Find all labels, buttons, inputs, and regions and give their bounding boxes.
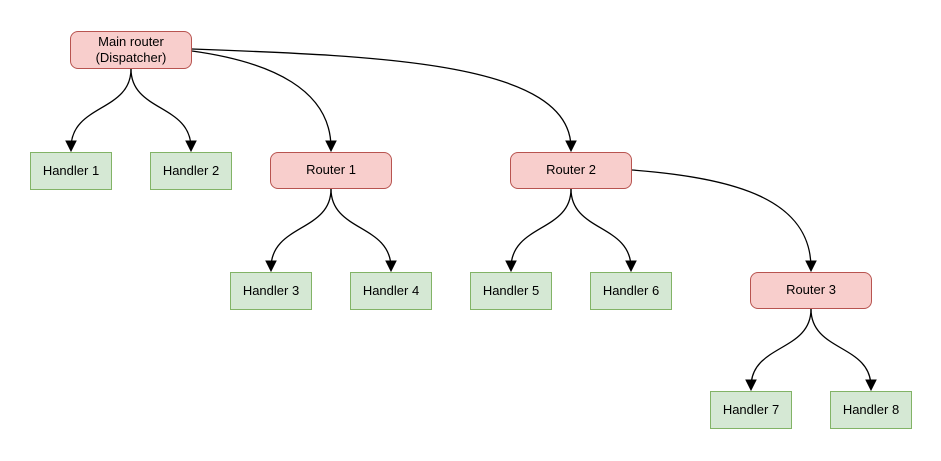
node-handler5[interactable]: Handler 5 xyxy=(470,272,552,310)
edge-router1-to-handler4 xyxy=(330,188,397,273)
node-handler2-label: Handler 2 xyxy=(162,162,220,178)
node-router1[interactable]: Router 1 xyxy=(270,152,392,189)
node-handler4[interactable]: Handler 4 xyxy=(350,272,432,310)
node-router2[interactable]: Router 2 xyxy=(510,152,632,189)
node-handler8-label: Handler 8 xyxy=(842,401,900,417)
edge-router2-to-handler5 xyxy=(505,188,572,273)
edge-router3-to-handler8 xyxy=(810,308,877,392)
node-handler5-label: Handler 5 xyxy=(482,282,540,298)
node-handler1[interactable]: Handler 1 xyxy=(30,152,112,190)
node-handler6-label: Handler 6 xyxy=(602,282,660,298)
edge-main-router-to-handler1 xyxy=(65,68,132,153)
node-handler4-label: Handler 4 xyxy=(362,282,420,298)
edge-router3-to-handler7 xyxy=(745,308,812,392)
node-handler3[interactable]: Handler 3 xyxy=(230,272,312,310)
node-handler2[interactable]: Handler 2 xyxy=(150,152,232,190)
edge-router1-to-handler3 xyxy=(265,188,332,273)
edge-router2-to-handler6 xyxy=(570,188,637,273)
edge-router2-to-router3 xyxy=(631,169,817,273)
node-router3-label: Router 3 xyxy=(786,282,836,298)
node-handler7[interactable]: Handler 7 xyxy=(710,391,792,429)
edge-main-router-to-handler2 xyxy=(130,68,197,153)
node-router2-label: Router 2 xyxy=(546,162,596,178)
node-main-router-label: Main router (Dispatcher) xyxy=(95,33,167,65)
edge-main-router-to-router1 xyxy=(191,50,337,153)
edge-main-router-to-router2 xyxy=(191,48,577,153)
node-router1-label: Router 1 xyxy=(306,162,356,178)
node-main-router[interactable]: Main router (Dispatcher) xyxy=(70,31,192,69)
node-handler1-label: Handler 1 xyxy=(42,162,100,178)
node-router3[interactable]: Router 3 xyxy=(750,272,872,309)
node-handler3-label: Handler 3 xyxy=(242,282,300,298)
node-handler6[interactable]: Handler 6 xyxy=(590,272,672,310)
node-handler8[interactable]: Handler 8 xyxy=(830,391,912,429)
node-handler7-label: Handler 7 xyxy=(722,401,780,417)
